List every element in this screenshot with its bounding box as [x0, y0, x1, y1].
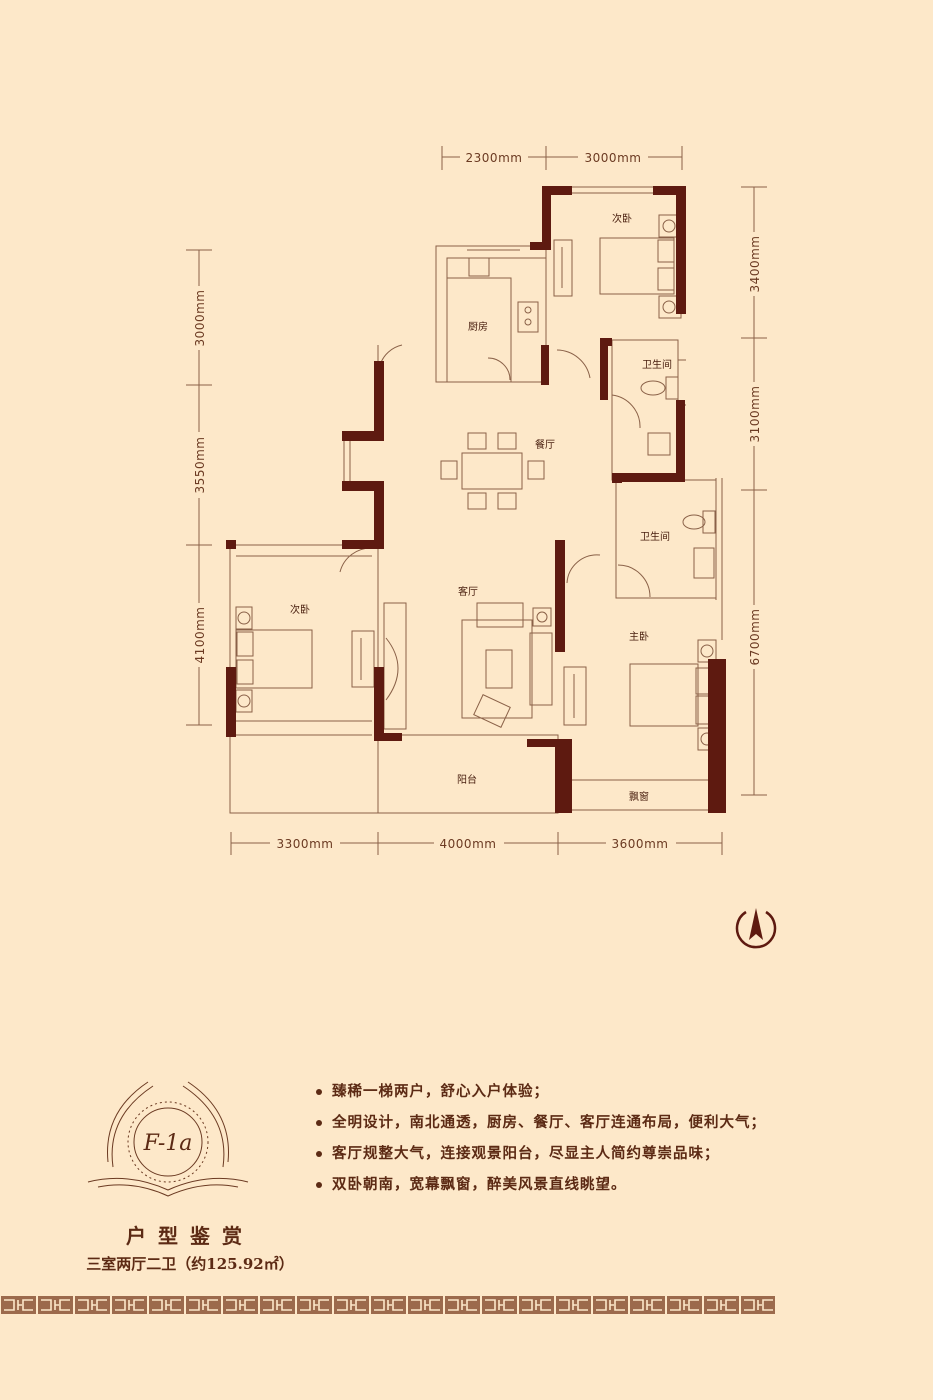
dim-right-3: 6700mm [748, 609, 762, 666]
dim-left-2: 3550mm [193, 437, 207, 494]
feature-list: 臻稀一梯两户，舒心入户体验； 全明设计，南北通透，厨房、餐厅、客厅连通布局，便利… [316, 1076, 766, 1200]
dim-top-2: 3000mm [585, 151, 642, 165]
dim-bottom-2: 4000mm [440, 837, 497, 851]
north-arrow-icon [735, 908, 777, 949]
bullet-icon [316, 1182, 322, 1188]
feature-item: 臻稀一梯两户，舒心入户体验； [316, 1076, 766, 1107]
bullet-icon [316, 1089, 322, 1095]
room-label-bay-window: 飘窗 [629, 790, 649, 803]
feature-item: 客厅规整大气，连接观景阳台，尽显主人简约尊崇品味； [316, 1138, 766, 1169]
dim-left-1: 3000mm [193, 290, 207, 347]
bullet-icon [316, 1151, 322, 1157]
unit-summary: 三室两厅二卫（约125.92㎡） [86, 1255, 294, 1273]
dim-right-1: 3400mm [748, 236, 762, 293]
room-label-dining: 餐厅 [535, 438, 555, 451]
room-label-kitchen: 厨房 [468, 320, 488, 333]
room-label-balcony: 阳台 [457, 773, 477, 786]
unit-emblem-icon: F-1a [87, 1081, 249, 1197]
dim-top-1: 2300mm [466, 151, 523, 165]
room-label-master-bedroom: 主卧 [629, 630, 649, 643]
title-block: 户型鉴赏 三室两厅二卫（约125.92㎡） [60, 1220, 320, 1274]
feature-item: 双卧朝南，宽幕飘窗，醉美风景直线眺望。 [316, 1169, 766, 1200]
dim-right-2: 3100mm [748, 386, 762, 443]
fret-border-decoration [0, 1294, 775, 1316]
dim-bottom-1: 3300mm [277, 837, 334, 851]
dim-left-3: 4100mm [193, 607, 207, 664]
unit-code: F-1a [143, 1131, 193, 1156]
feature-item: 全明设计，南北通透，厨房、餐厅、客厅连通布局，便利大气； [316, 1107, 766, 1138]
room-label-bathroom-master: 卫生间 [640, 530, 670, 543]
dim-bottom-3: 3600mm [612, 837, 669, 851]
room-label-bathroom-north: 卫生间 [642, 358, 672, 371]
room-label-bedroom-west: 次卧 [290, 603, 310, 616]
bullet-icon [316, 1120, 322, 1126]
section-heading: 户型鉴赏 [126, 1224, 254, 1248]
floor-plan: 2300mm 3000mm 3300mm 4000mm 3600mm 3000m… [186, 146, 777, 949]
room-label-bedroom-north: 次卧 [612, 212, 632, 225]
room-label-living: 客厅 [458, 585, 478, 598]
